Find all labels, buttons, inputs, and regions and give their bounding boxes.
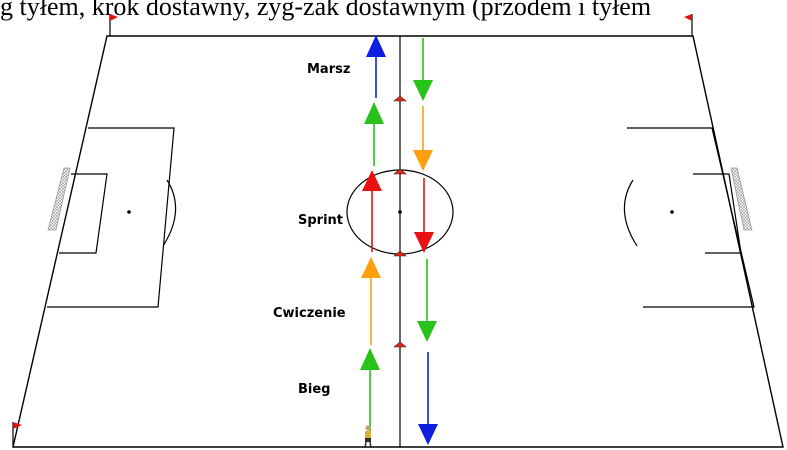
label-marsz: Marsz <box>307 62 350 77</box>
arrow-blue-down <box>418 352 438 445</box>
arrow-green-down <box>413 38 433 101</box>
goal-net-icon <box>730 167 753 231</box>
pitch-outline <box>12 35 784 448</box>
arrow-orange-down <box>413 106 433 171</box>
right-penalty-spot <box>670 210 674 214</box>
arrow-sprint-up <box>362 170 382 252</box>
arrow-green-down <box>417 259 437 342</box>
goal-net-icon <box>47 167 71 231</box>
label-sprint: Sprint <box>298 213 343 228</box>
arrow-red-down <box>414 178 434 253</box>
corner-flag-icon <box>109 14 118 36</box>
center-spot <box>398 210 402 214</box>
label-bieg: Bieg <box>298 382 331 397</box>
right-goal-area <box>693 173 742 254</box>
arrow-bieg-up <box>360 348 380 440</box>
arrow-cwiczenie-up <box>361 257 381 345</box>
cone-marker-icon <box>393 95 407 102</box>
cone-marker-icon <box>393 250 407 257</box>
player-figure-icon <box>364 425 372 449</box>
arrow-green-up <box>364 102 384 166</box>
left-penalty-spot <box>127 210 131 214</box>
left-goal-area <box>59 173 108 254</box>
cone-marker-icon <box>393 168 407 175</box>
corner-flag-icon <box>12 422 22 447</box>
corner-flag-icon <box>684 14 693 36</box>
diagram-caption: g tyłem, krok dostawny, zyg-zak dostawny… <box>0 0 652 21</box>
cone-marker-icon <box>393 341 407 348</box>
left-penalty-arc <box>162 179 177 247</box>
arrow-marsz-up <box>366 35 386 98</box>
left-penalty-area <box>47 127 175 308</box>
label-cwiczenie: Cwiczenie <box>273 306 346 321</box>
right-penalty-arc <box>623 179 638 247</box>
right-penalty-area <box>627 127 755 308</box>
